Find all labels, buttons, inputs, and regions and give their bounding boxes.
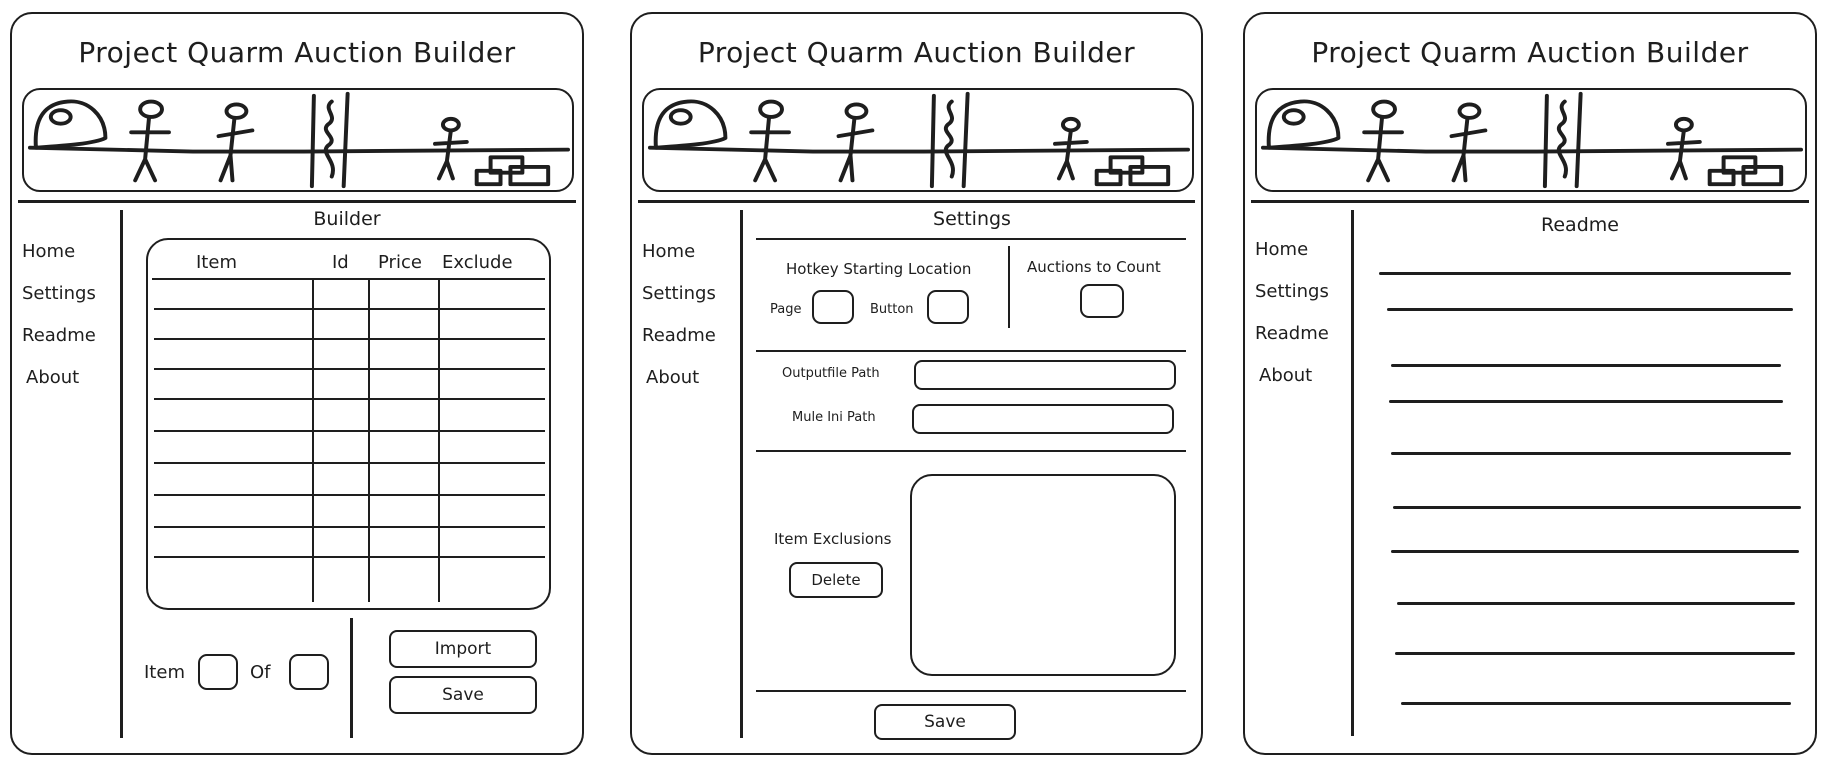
footer-divider [350, 618, 353, 738]
nav-settings[interactable]: Settings [642, 283, 716, 304]
delete-button[interactable]: Delete [789, 562, 883, 598]
mule-ini-path-label: Mule Ini Path [792, 410, 876, 425]
readme-text-line [1391, 364, 1781, 367]
hotkey-divider [1008, 246, 1010, 328]
hotkey-button-label: Button [870, 302, 914, 317]
item-exclusions-label: Item Exclusions [774, 530, 892, 548]
table-row[interactable] [154, 462, 545, 464]
table-row[interactable] [154, 430, 545, 432]
builder-window: Project Quarm Auction Builder [10, 12, 584, 755]
banner-sketch-icon [27, 91, 571, 189]
pager-of-label: Of [250, 662, 271, 683]
nav-home[interactable]: Home [22, 241, 76, 262]
settings-window: Project Quarm Auction Builder [630, 12, 1203, 755]
table-header-line [152, 278, 545, 280]
sidebar-nav: Home Settings Readme About [1255, 238, 1355, 406]
table-col-divider [438, 280, 440, 602]
table-row[interactable] [154, 526, 545, 528]
import-button[interactable]: Import [389, 630, 537, 668]
settings-divider [756, 450, 1186, 452]
banner-image [22, 88, 574, 192]
section-title-settings: Settings [933, 208, 1011, 230]
outputfile-path-input[interactable] [914, 360, 1176, 390]
app-title: Project Quarm Auction Builder [1311, 36, 1749, 69]
nav-readme[interactable]: Readme [22, 325, 96, 346]
nav-home[interactable]: Home [1255, 239, 1309, 260]
nav-home[interactable]: Home [642, 241, 696, 262]
sidebar-divider [740, 210, 743, 738]
readme-text-line [1397, 602, 1795, 605]
table-col-divider [312, 280, 314, 602]
pager-of-input[interactable] [289, 654, 329, 690]
save-button[interactable]: Save [874, 704, 1016, 740]
readme-text-line [1387, 308, 1793, 311]
outputfile-path-label: Outputfile Path [782, 366, 880, 381]
auctions-to-count-input[interactable] [1080, 284, 1124, 318]
sidebar-nav: Home Settings Readme About [642, 240, 742, 408]
hotkey-button-input[interactable] [927, 290, 969, 324]
col-header-exclude: Exclude [442, 252, 513, 273]
table-row[interactable] [154, 398, 545, 400]
nav-readme[interactable]: Readme [642, 325, 716, 346]
readme-text-line [1401, 702, 1791, 705]
readme-text-line [1391, 452, 1791, 455]
banner-sketch-icon [1260, 91, 1804, 189]
header-divider [18, 200, 576, 203]
nav-settings[interactable]: Settings [1255, 281, 1329, 302]
hotkey-page-label: Page [770, 302, 802, 317]
nav-settings[interactable]: Settings [22, 283, 96, 304]
section-title-builder: Builder [313, 208, 381, 230]
readme-window: Project Quarm Auction Builder [1243, 12, 1817, 755]
header-divider [1251, 200, 1809, 203]
table-col-divider [368, 280, 370, 602]
settings-divider [756, 350, 1186, 352]
readme-text-line [1393, 506, 1801, 509]
save-button[interactable]: Save [389, 676, 537, 714]
builder-table: Item Id Price Exclude [146, 238, 551, 610]
table-row[interactable] [154, 308, 545, 310]
hotkey-title: Hotkey Starting Location [786, 260, 972, 278]
readme-text-line [1391, 550, 1799, 553]
header-divider [638, 200, 1195, 203]
item-exclusions-list[interactable] [910, 474, 1176, 676]
auctions-to-count-label: Auctions to Count [1027, 258, 1161, 276]
readme-text-line [1379, 272, 1791, 275]
pager-item-input[interactable] [198, 654, 238, 690]
banner-image [642, 88, 1194, 192]
sidebar-nav: Home Settings Readme About [22, 240, 122, 408]
app-title: Project Quarm Auction Builder [697, 36, 1136, 69]
table-row[interactable] [154, 494, 545, 496]
nav-about[interactable]: About [646, 367, 700, 388]
pager-item-label: Item [144, 662, 185, 683]
col-header-id: Id [332, 252, 349, 273]
section-title-readme: Readme [1541, 214, 1619, 236]
hotkey-page-input[interactable] [812, 290, 854, 324]
settings-title-divider [756, 238, 1186, 240]
settings-divider [756, 690, 1186, 692]
banner-image [1255, 88, 1807, 192]
col-header-item: Item [196, 252, 237, 273]
table-row[interactable] [154, 556, 545, 558]
col-header-price: Price [378, 252, 422, 273]
nav-about[interactable]: About [26, 367, 80, 388]
readme-text-line [1395, 652, 1795, 655]
table-row[interactable] [154, 338, 545, 340]
app-title: Project Quarm Auction Builder [78, 36, 516, 69]
table-row[interactable] [154, 368, 545, 370]
readme-text-line [1389, 400, 1783, 403]
mule-ini-path-input[interactable] [912, 404, 1174, 434]
nav-about[interactable]: About [1259, 365, 1313, 386]
sidebar-divider [120, 210, 123, 738]
banner-sketch-icon [647, 91, 1191, 189]
nav-readme[interactable]: Readme [1255, 323, 1329, 344]
sidebar-divider [1351, 210, 1354, 736]
